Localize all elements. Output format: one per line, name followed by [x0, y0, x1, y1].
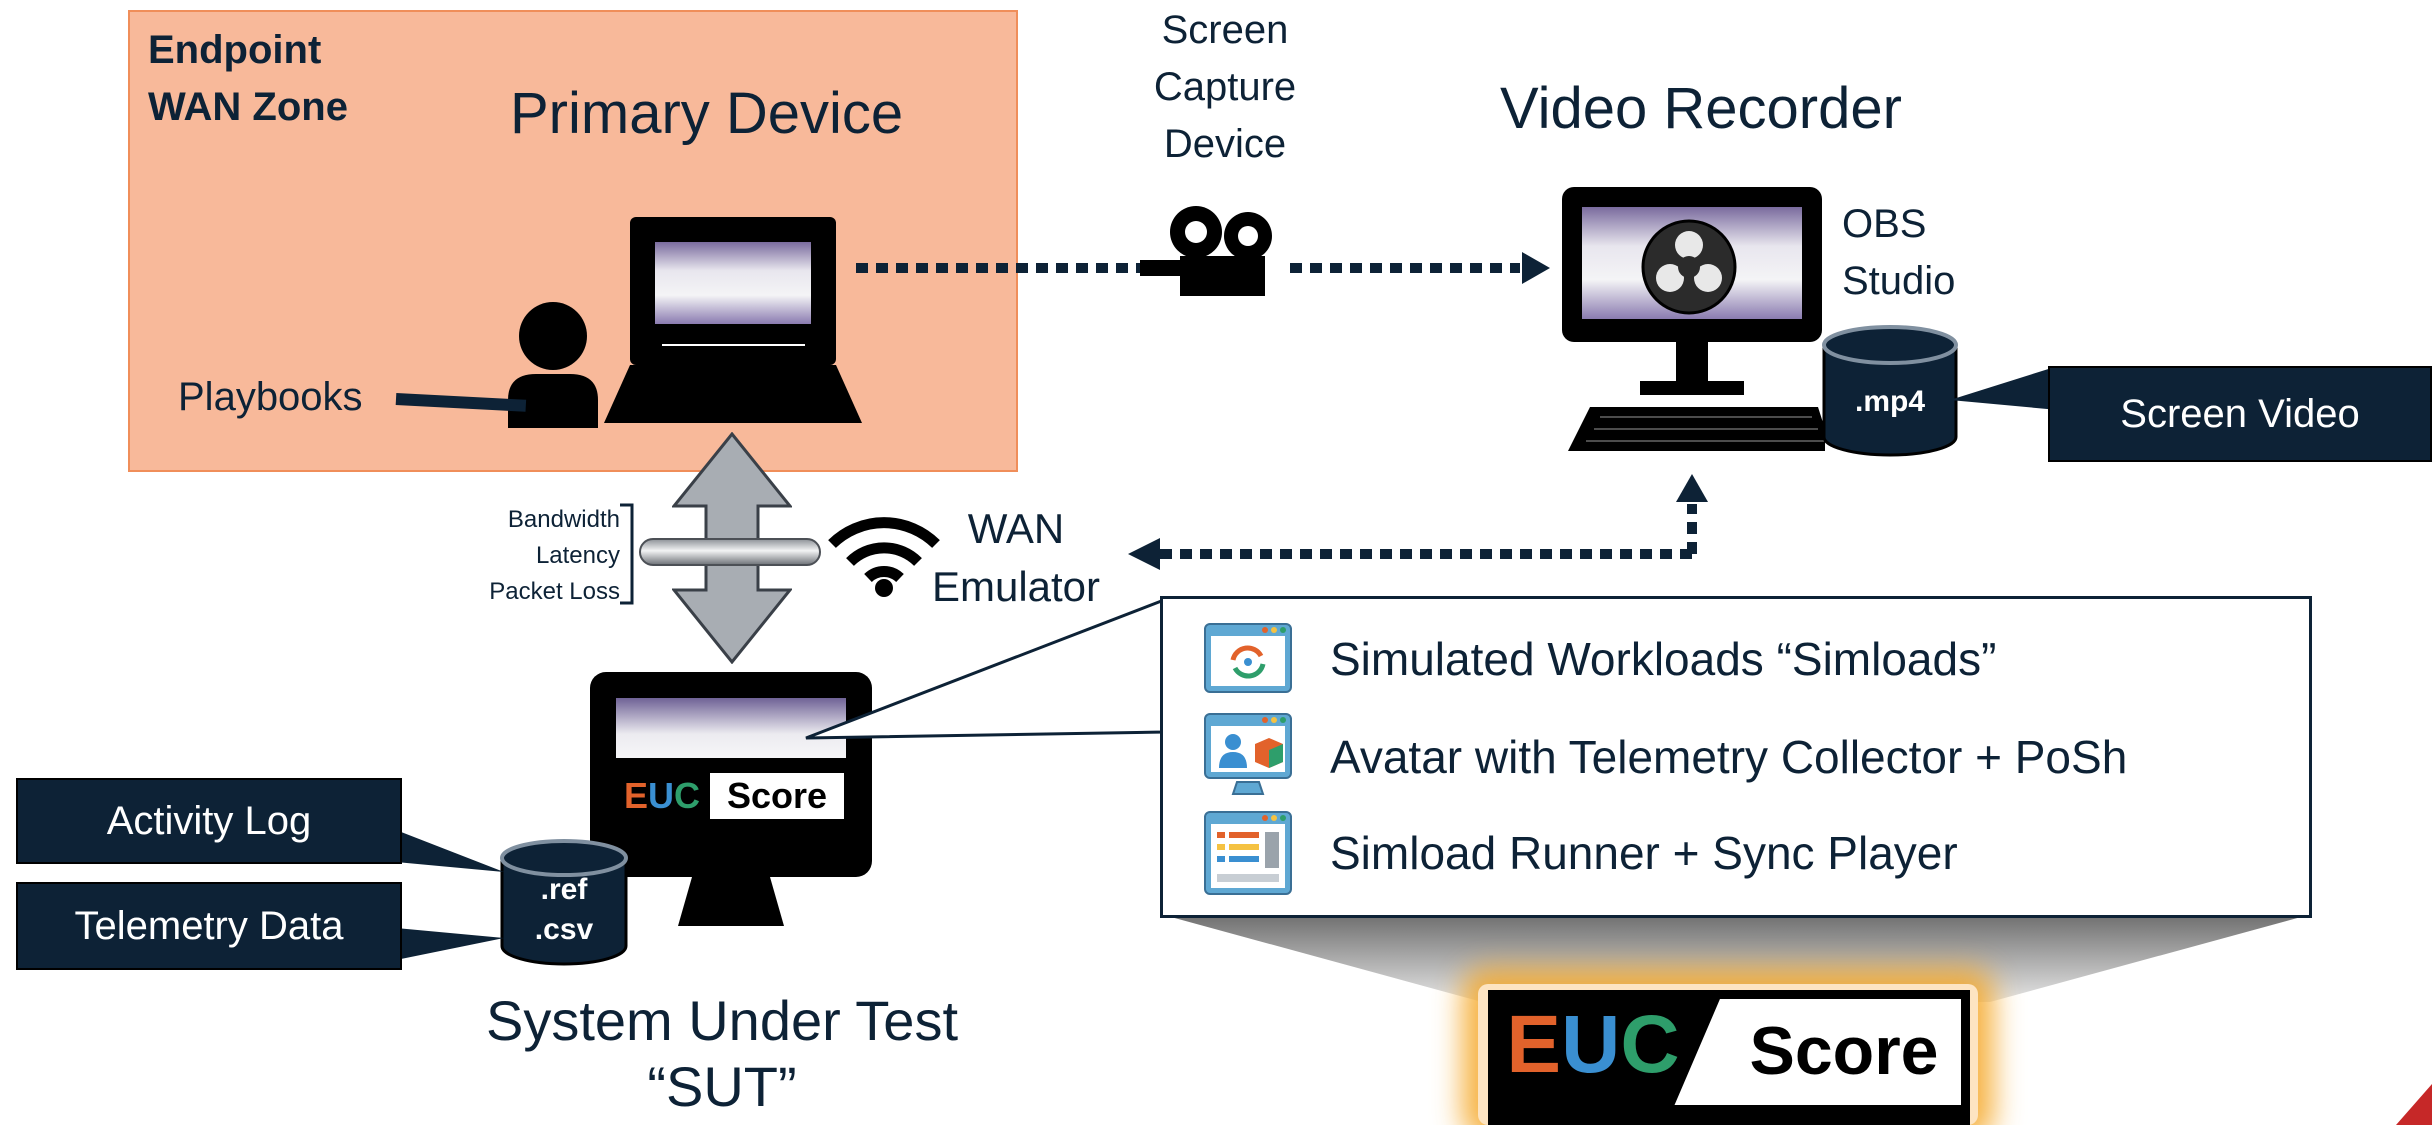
sut-title-line2: “SUT”: [647, 1055, 797, 1118]
brand-score-plate: [1665, 993, 1967, 1111]
wan-emulator-label: WAN Emulator: [926, 500, 1106, 616]
wan-pipe: [639, 538, 821, 566]
sut-title-line1: System Under Test: [485, 989, 959, 1052]
primary-device-title: Primary Device: [510, 81, 904, 146]
zone-title: Endpoint WAN Zone: [148, 22, 348, 136]
mp4-label: .mp4: [1854, 385, 1926, 418]
sut-logo-score: Score: [708, 771, 846, 821]
sut-logo-euc-text: EUC: [623, 775, 700, 816]
video-camera-icon: [1140, 206, 1272, 296]
wifi-icon: [828, 517, 940, 597]
zone-title-line2: WAN Zone: [148, 85, 348, 129]
ref-label: .ref: [540, 873, 588, 906]
parameters-bracket: [620, 503, 634, 605]
sut-logo: EUC Score: [616, 771, 846, 821]
corner-mark: [2396, 1084, 2432, 1125]
csv-label: .csv: [534, 913, 594, 946]
capture-line1: Screen: [1161, 8, 1289, 52]
wan-recorder-arrow: [1128, 474, 1708, 570]
sut-title: System Under Test “SUT”: [484, 988, 960, 1120]
brand-euc-text: EUC: [1506, 999, 1680, 1090]
activity-log-box: Activity Log: [16, 778, 402, 864]
brand-logo: EUC Score: [1488, 990, 1970, 1125]
sut-logo-euc: EUC: [616, 771, 708, 821]
simloads-app-icon: [1204, 623, 1292, 693]
capture-line3: Device: [1163, 122, 1287, 166]
param-latency: Latency: [535, 542, 620, 569]
obs-line2: Studio: [1842, 259, 1956, 303]
database-mp4-icon: [1822, 325, 1958, 457]
playbooks-label: Playbooks: [178, 375, 363, 419]
avatar-app-icon: [1204, 713, 1292, 795]
obs-studio-label: OBS Studio: [1842, 196, 1955, 310]
runner-app-icon: [1204, 811, 1292, 895]
panel-item-avatar: Avatar with Telemetry Collector + PoSh: [1330, 731, 2128, 783]
telemetry-data-box: Telemetry Data: [16, 882, 402, 970]
capture-line2: Capture: [1153, 65, 1297, 109]
capture-arrow: [856, 252, 1550, 284]
obs-line1: OBS: [1842, 202, 1927, 246]
person-icon: [508, 302, 598, 428]
brand-score-text: Score: [1749, 1013, 1939, 1089]
panel-item-runner: Simload Runner + Sync Player: [1330, 827, 1958, 879]
zone-title-line1: Endpoint: [148, 28, 322, 72]
obs-logo-icon: [1641, 219, 1737, 315]
wan-line2: Emulator: [931, 563, 1101, 610]
screen-video-box: Screen Video: [2048, 366, 2432, 462]
panel-funnel: [1160, 914, 2312, 1002]
mp4-connector: [1950, 366, 2058, 410]
wan-parameters: Bandwidth Latency Packet Loss: [470, 502, 620, 610]
panel-item-simloads: Simulated Workloads “Simloads”: [1330, 633, 1997, 685]
log-connectors: [396, 830, 504, 960]
param-packet-loss: Packet Loss: [489, 578, 620, 605]
laptop-icon: [604, 217, 862, 423]
components-panel: [1160, 596, 2312, 918]
capture-label: Screen Capture Device: [1140, 2, 1310, 173]
brand-logo-euc: EUC: [1488, 990, 1698, 1100]
param-bandwidth: Bandwidth: [507, 506, 620, 533]
ref-csv-label: .ref .csv: [498, 870, 630, 950]
sut-callout: [805, 597, 1166, 740]
recorder-title: Video Recorder: [1500, 76, 1902, 141]
database-ref-csv-icon: [500, 839, 628, 966]
wan-line1: WAN: [967, 505, 1065, 552]
